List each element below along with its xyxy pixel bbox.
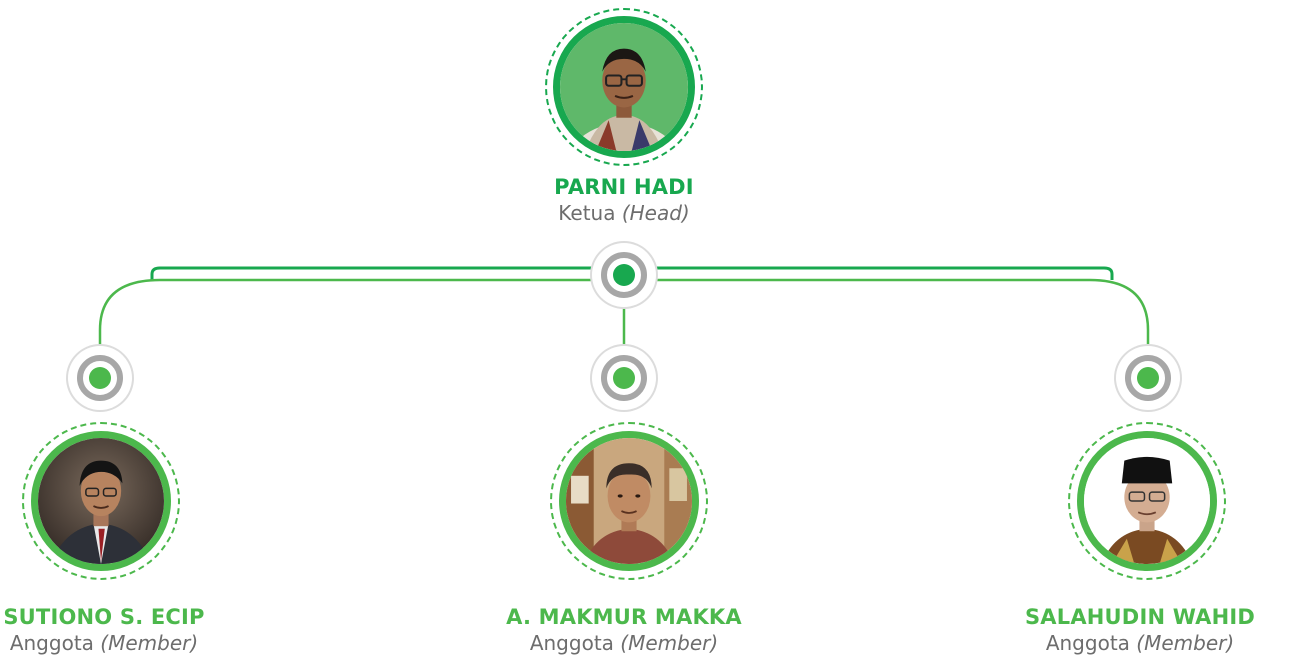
junction-dot-member-1	[68, 346, 132, 410]
head-name: PARNI HADI	[554, 175, 694, 199]
member-1-name: SUTIONO S. ECIP	[3, 605, 205, 629]
member-2-role: Anggota (Member)	[464, 630, 784, 656]
junction-dot-member-2	[592, 346, 656, 410]
member-1-avatar	[22, 422, 180, 580]
member-3-label: SALAHUDIN WAHID Anggota (Member)	[980, 604, 1300, 656]
member-1-role-id: Anggota	[9, 631, 94, 655]
member-2-label: A. MAKMUR MAKKA Anggota (Member)	[464, 604, 784, 656]
person-portrait-icon	[560, 23, 688, 151]
member-3-name: SALAHUDIN WAHID	[1024, 605, 1256, 629]
head-role: Ketua (Head)	[464, 200, 784, 226]
head-role-en: (Head)	[621, 201, 690, 225]
member-2-role-id: Anggota	[529, 631, 614, 655]
head-role-id: Ketua	[558, 201, 616, 225]
member-1-label: SUTIONO S. ECIP Anggota (Member)	[0, 604, 264, 656]
member-2-name: A. MAKMUR MAKKA	[506, 605, 742, 629]
member-2-role-en: (Member)	[620, 631, 719, 655]
head-label: PARNI HADI Ketua (Head)	[464, 174, 784, 226]
member-2-avatar	[550, 422, 708, 580]
head-avatar	[545, 8, 703, 166]
member-3-role: Anggota (Member)	[980, 630, 1300, 656]
person-portrait-icon	[1084, 438, 1210, 564]
junction-dot-head	[592, 243, 656, 307]
member-1-role-en: (Member)	[100, 631, 199, 655]
member-3-role-en: (Member)	[1136, 631, 1235, 655]
member-3-avatar	[1068, 422, 1226, 580]
junction-dot-member-3	[1116, 346, 1180, 410]
person-portrait-icon	[566, 438, 692, 564]
member-1-role: Anggota (Member)	[0, 630, 264, 656]
person-portrait-icon	[38, 438, 164, 564]
member-3-role-id: Anggota	[1045, 631, 1130, 655]
